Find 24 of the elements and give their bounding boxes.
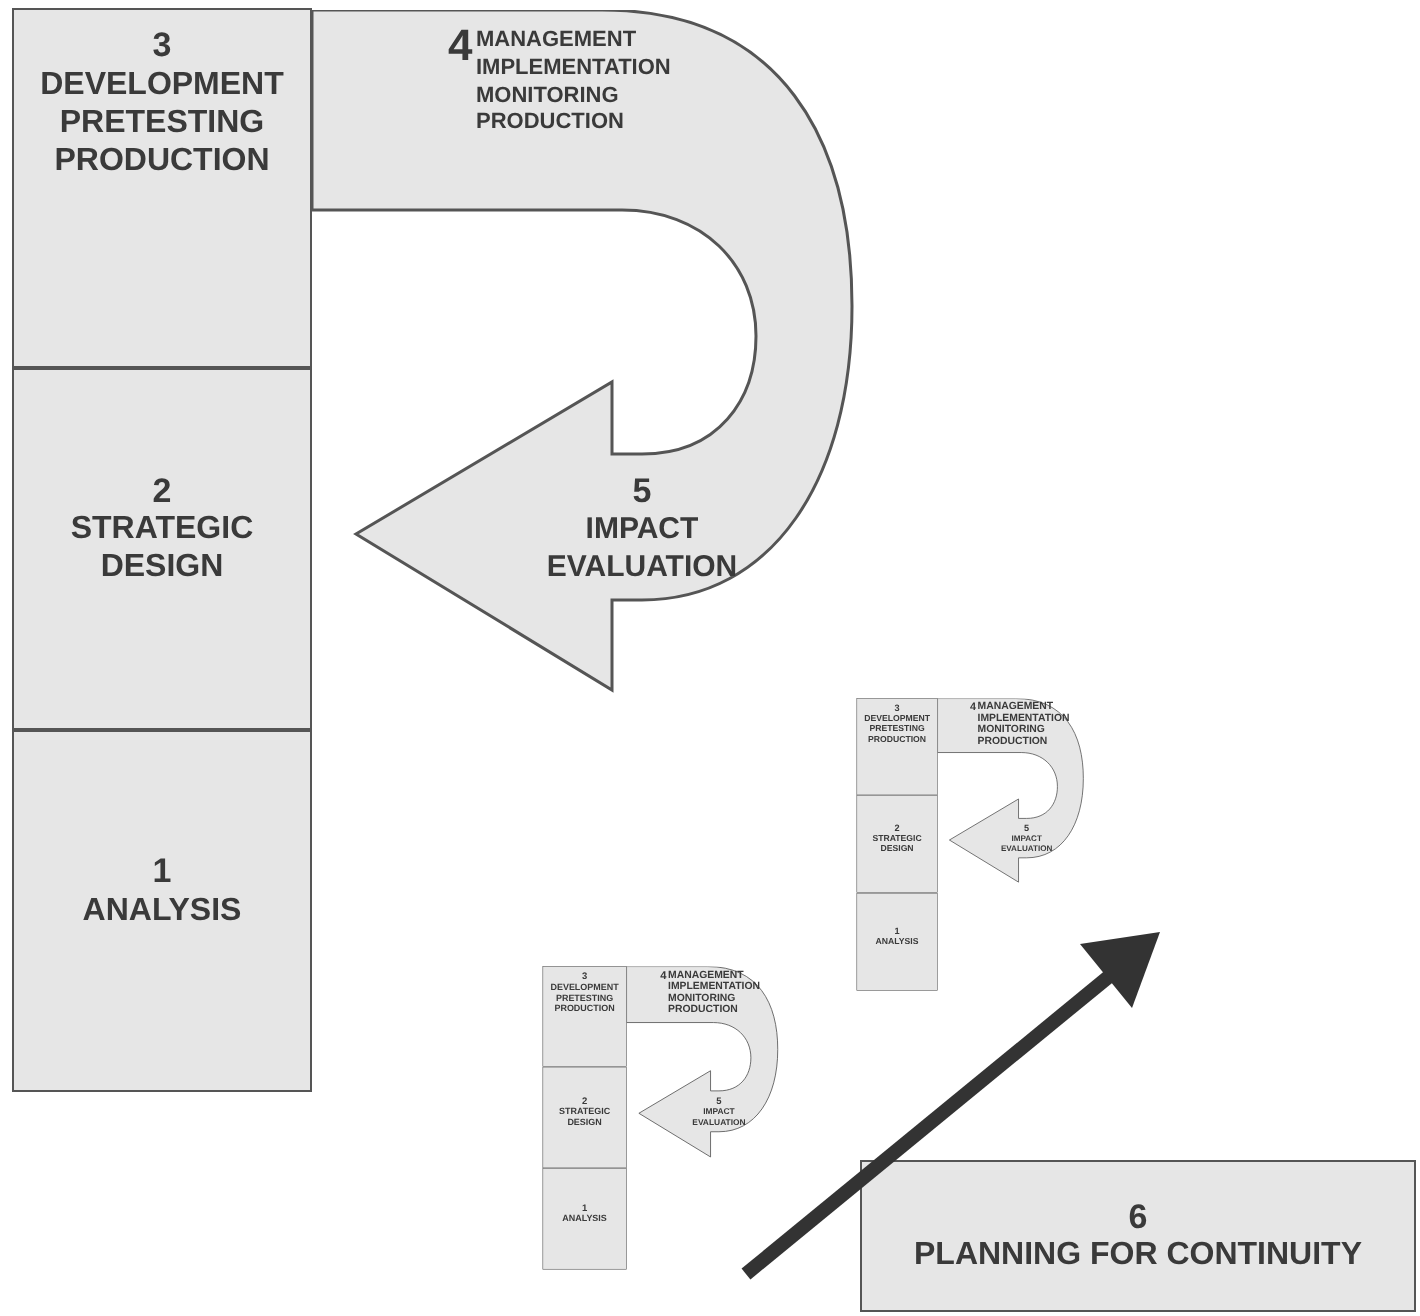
step-label: STRATEGIC DESIGN [68,510,256,587]
step-label: PLANNING FOR CONTINUITY [914,1236,1362,1275]
curved-arrow-shape [626,966,779,1160]
process-box [542,1168,627,1270]
step-number: 3 [152,26,172,66]
step-label: DEVELOPMENT PRETESTING PRODUCTION [38,65,286,181]
process-box [12,8,312,368]
step-label: MANAGEMENT IMPLEMENTATION MONITORING PRODUCTION [476,28,671,138]
process-box [860,1160,1416,1312]
step-label: ANALYSIS [82,891,242,930]
process-box [542,1066,627,1169]
step-label: IMPACT EVALUATION [546,512,738,587]
process-box [542,966,627,1067]
step-number: 4 [448,18,473,73]
step-number: 5 [630,470,654,513]
process-box [12,730,312,1092]
step-number: 1 [152,852,172,892]
curved-arrow-shape [937,698,1085,885]
process-box [856,698,938,796]
process-box [856,892,938,991]
process-box [12,368,312,730]
step-number: 2 [152,471,172,511]
process-box [856,795,938,893]
step-number: 6 [1128,1197,1148,1237]
